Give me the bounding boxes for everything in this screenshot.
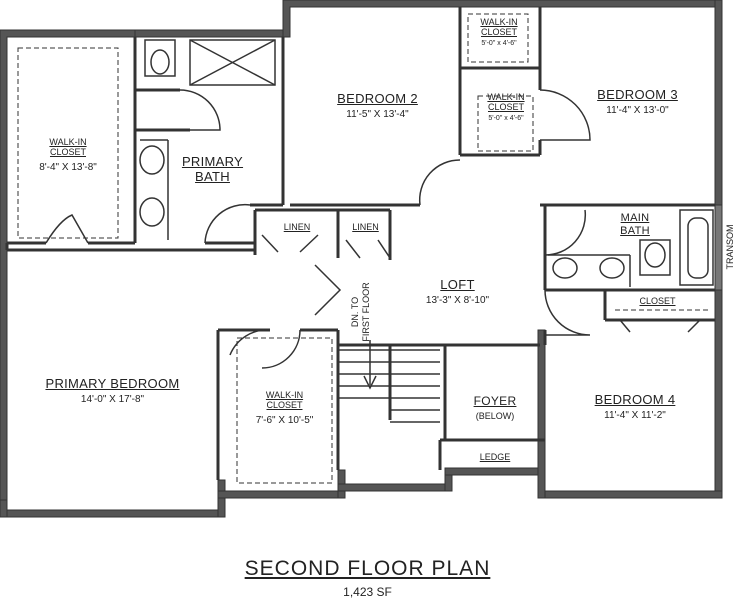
- room-name: WALK-IN CLOSET: [480, 17, 518, 38]
- room-closet-bedroom-4: CLOSET: [625, 296, 690, 306]
- closet-shelves: [17, 13, 710, 484]
- plan-area: 1,423 SF: [343, 585, 392, 599]
- room-dimensions: 7'-6" X 10'-5": [255, 414, 314, 426]
- room-bedroom-3: BEDROOM 3 11'-4" X 13'-0": [565, 87, 710, 116]
- room-closet-bedroom-2: WALK-IN CLOSET 5'-0" x 4'-6": [468, 17, 530, 48]
- room-main-bath: MAIN BATH: [595, 212, 675, 237]
- room-name: LEDGE: [479, 452, 511, 462]
- room-dimensions: 11'-5" X 13'-4": [346, 108, 409, 120]
- room-primary-bedroom: PRIMARY BEDROOM 14'-0" X 17'-8": [30, 376, 195, 405]
- door-swings: [45, 89, 701, 369]
- room-dimensions: 13'-3" X 8'-10": [425, 294, 490, 306]
- room-name: FOYER: [473, 394, 517, 408]
- room-name: WALK-IN CLOSET: [49, 137, 87, 158]
- transom-label: TRANSOM: [725, 224, 735, 270]
- room-dimensions: 11'-4" X 11'-2": [604, 409, 666, 421]
- room-name: LINEN: [283, 222, 311, 232]
- plan-title: SECOND FLOOR PLAN: [244, 557, 491, 580]
- room-name: BEDROOM 4: [594, 392, 676, 407]
- room-name: BEDROOM 3: [597, 87, 678, 102]
- room-name: LINEN: [352, 222, 379, 232]
- interior-walls: [5, 7, 715, 480]
- room-dimensions: 11'-4" X 13'-0": [606, 104, 669, 116]
- room-name: MAIN BATH: [620, 212, 650, 237]
- room-foyer: FOYER (BELOW): [450, 394, 540, 421]
- room-name: PRIMARY BEDROOM: [45, 376, 180, 391]
- room-name: PRIMARY BATH: [181, 154, 244, 184]
- room-dimensions: 8'-4" X 13'-8": [39, 161, 97, 173]
- stairs-note: DN. TO FIRST FLOOR: [350, 282, 371, 342]
- room-name: CLOSET: [639, 296, 676, 306]
- room-name: WALK-IN CLOSET: [487, 92, 525, 113]
- room-name: BEDROOM 2: [337, 91, 418, 106]
- staircase: [338, 340, 440, 423]
- fixtures: [139, 39, 714, 287]
- room-ledge: LEDGE: [455, 452, 535, 462]
- room-name: WALK-IN CLOSET: [265, 390, 304, 411]
- room-linen-1: LINEN: [272, 222, 322, 232]
- room-linen-2: LINEN: [343, 222, 388, 232]
- room-walk-in-closet-2: WALK-IN CLOSET 7'-6" X 10'-5": [237, 390, 332, 426]
- room-bedroom-4: BEDROOM 4 11'-4" X 11'-2": [560, 392, 710, 421]
- room-dimensions: 5'-0" x 4'-6": [481, 39, 517, 47]
- exterior-walls: [0, 0, 723, 518]
- room-note: (BELOW): [475, 410, 515, 421]
- room-bedroom-2: BEDROOM 2 11'-5" X 13'-4": [305, 91, 450, 120]
- room-walk-in-closet-primary: WALK-IN CLOSET 8'-4" X 13'-8": [18, 137, 118, 173]
- room-closet-bedroom-3: WALK-IN CLOSET 5'-0" x 4'-6": [475, 92, 537, 123]
- room-loft: LOFT 13'-3" X 8'-10": [385, 277, 530, 306]
- room-primary-bath: PRIMARY BATH: [170, 154, 255, 185]
- room-dimensions: 14'-0" X 17'-8": [80, 393, 145, 405]
- room-name: LOFT: [440, 277, 475, 292]
- room-dimensions: 5'-0" x 4'-6": [488, 114, 524, 122]
